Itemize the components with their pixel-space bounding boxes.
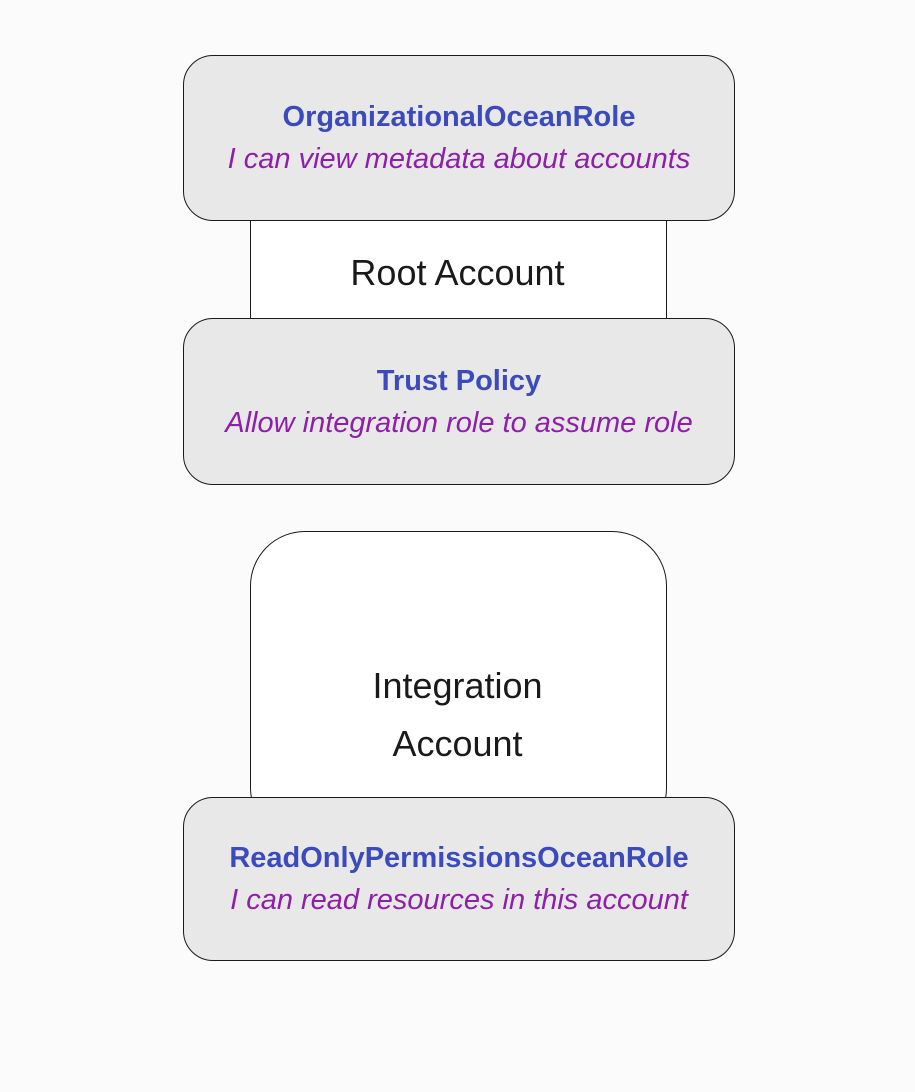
trust-policy-node: Trust Policy Allow integration role to a… bbox=[183, 318, 735, 485]
integration-account-label: Integration Account bbox=[372, 665, 543, 764]
organizational-ocean-role-description: I can view metadata about accounts bbox=[227, 143, 691, 175]
organizational-ocean-role-node: OrganizationalOceanRole I can view metad… bbox=[183, 55, 735, 221]
organizational-ocean-role-title: OrganizationalOceanRole bbox=[282, 101, 636, 133]
readonly-permissions-ocean-role-title: ReadOnlyPermissionsOceanRole bbox=[229, 842, 689, 874]
readonly-permissions-ocean-role-node: ReadOnlyPermissionsOceanRole I can read … bbox=[183, 797, 735, 961]
readonly-permissions-ocean-role-description: I can read resources in this account bbox=[230, 884, 688, 916]
trust-policy-title: Trust Policy bbox=[376, 364, 542, 397]
root-account-label: Root Account bbox=[350, 252, 565, 293]
integration-account-container bbox=[250, 531, 667, 843]
trust-policy-description: Allow integration role to assume role bbox=[225, 406, 693, 439]
